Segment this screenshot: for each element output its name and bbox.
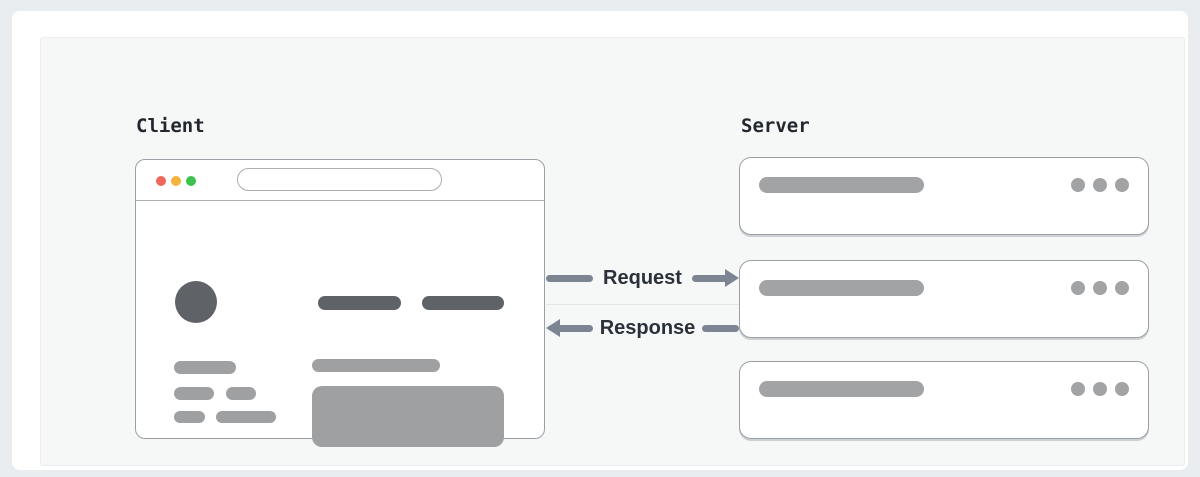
ellipsis-dots-icon [1071, 281, 1129, 295]
server-bar-placeholder [759, 381, 924, 397]
diagram-panel: Client [40, 37, 1185, 466]
text-line-placeholder [226, 387, 256, 400]
traffic-light-yellow-icon [171, 176, 181, 186]
text-line-placeholder [216, 411, 276, 423]
browser-window [135, 159, 545, 447]
response-line [702, 324, 739, 332]
server-bar-placeholder [759, 177, 924, 193]
arrow-shaft [560, 324, 593, 332]
server-label: Server [741, 115, 810, 137]
request-flow: Request [546, 265, 739, 291]
server-node [739, 361, 1149, 439]
client-label: Client [136, 115, 205, 137]
url-bar [237, 168, 442, 191]
text-line-placeholder [174, 387, 214, 400]
ellipsis-dots-icon [1071, 178, 1129, 192]
heading-line-placeholder [422, 296, 504, 310]
server-node [739, 157, 1149, 235]
arrow-head [546, 319, 560, 337]
browser-content [136, 200, 544, 447]
browser-titlebar [136, 160, 544, 201]
heading-line-placeholder [318, 296, 401, 310]
text-line-placeholder [174, 361, 236, 374]
traffic-light-red-icon [156, 176, 166, 186]
server-node [739, 260, 1149, 338]
arrow-right-icon [692, 269, 739, 287]
arrow-head [725, 269, 739, 287]
arrow-left-icon [546, 319, 593, 337]
server-bar-placeholder [759, 280, 924, 296]
avatar-placeholder [175, 281, 217, 323]
text-line-placeholder [312, 359, 440, 372]
text-line-placeholder [174, 411, 205, 423]
response-flow: Response [546, 315, 739, 341]
ellipsis-dots-icon [1071, 382, 1129, 396]
content-block-placeholder [312, 386, 504, 447]
response-label: Response [599, 316, 696, 339]
request-line [546, 274, 593, 282]
traffic-light-green-icon [186, 176, 196, 186]
diagram-card: Client [12, 11, 1188, 470]
divider-line [546, 304, 739, 305]
arrow-shaft [692, 274, 725, 282]
request-label: Request [603, 266, 682, 289]
